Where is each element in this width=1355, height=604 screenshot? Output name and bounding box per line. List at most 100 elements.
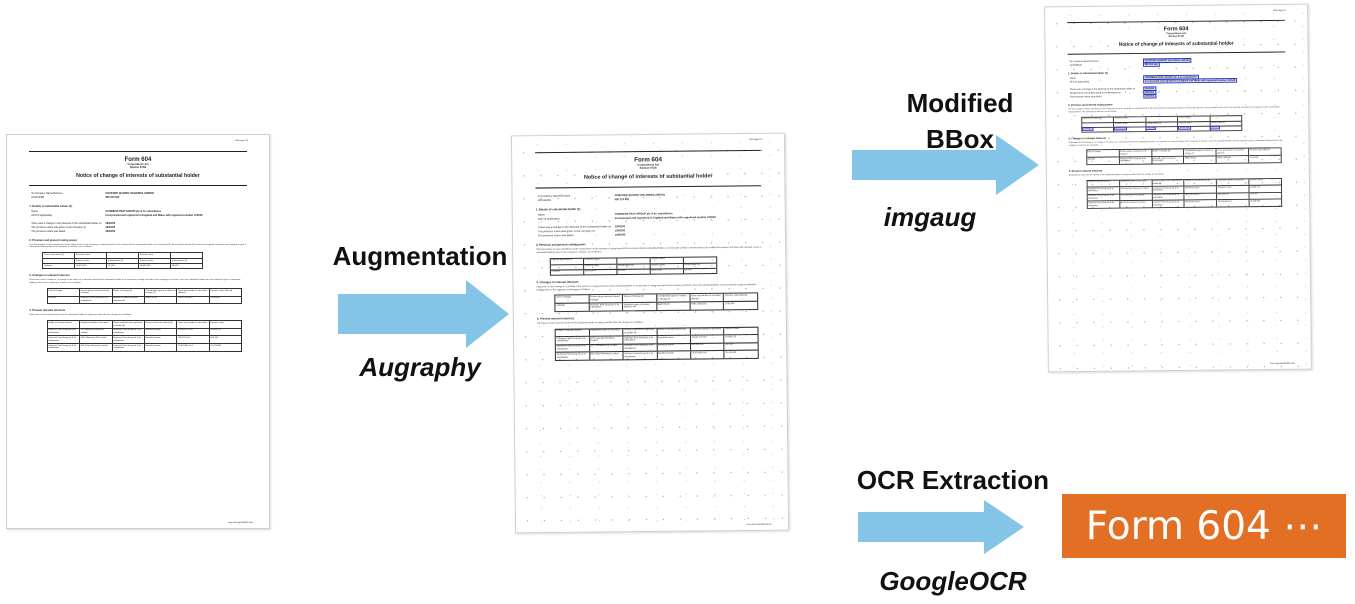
- table-cell: Guinness Peat Group plc & its subsidiari…: [1088, 194, 1120, 200]
- cell-text: Person's votes: [210, 321, 225, 324]
- augmentation-label: Augmentation: [332, 241, 508, 271]
- cell-text: 19/05/06: [1087, 157, 1096, 160]
- section-heading: 2. Previous and present voting power: [29, 238, 78, 242]
- cell-text: GPG Nominees Pty Limited: [1120, 194, 1145, 197]
- table-cell: 55,870,474: [74, 264, 106, 269]
- cell-text: 1,053,826: [724, 302, 735, 305]
- table-cell: [616, 257, 650, 264]
- table-cell: 64.01%: [1209, 125, 1242, 130]
- cell-text: Class and number of securities affected: [1217, 149, 1245, 154]
- cell-text: GPG Australia Nominees Limited: [80, 329, 104, 335]
- field-value: 18/02/06: [105, 230, 115, 234]
- section-heading: 1. Details of substantial holder (1): [1068, 71, 1109, 75]
- field-label: Name: [31, 209, 38, 213]
- cell-text: 62.19%: [107, 264, 115, 267]
- table-cell: 56,851,382: [138, 264, 170, 269]
- table-cell: [682, 256, 716, 263]
- table-cell: Person's votes: [1248, 178, 1282, 185]
- table-cell: 10,603,173 Ord: [1216, 185, 1250, 192]
- ocr-result-box: Form 604 ⋯: [1062, 494, 1346, 558]
- cell-text: Beneficial owner: [145, 344, 161, 347]
- cell-text: Person's votes: [651, 264, 666, 267]
- cell-text: Guinness Peat Group plc & its subsidiari…: [1153, 200, 1180, 206]
- table-cell: Holder of relevant interest: [556, 329, 589, 336]
- cell-text: Date of change: [556, 296, 572, 299]
- table-cell: Guinness Peat Group plc & its subsidiari…: [622, 351, 657, 360]
- table-cell: GPG Nominees Pty Limited: [79, 336, 111, 344]
- cell-text: Bell Potter Nominees Limited: [80, 344, 108, 347]
- table-cell: 25,474,840 Ord: [1216, 199, 1250, 207]
- document-footer: Form 604 gqh20060519.doc: [1269, 363, 1296, 366]
- table-cell: Registered holder of securities: [1119, 179, 1152, 186]
- field-value-text: GUINNESS PEAT GROUP plc & its subsidiari…: [105, 209, 162, 213]
- table-cell: Person's votes: [649, 263, 683, 268]
- table-cell: Person's votes affected: [1248, 148, 1282, 155]
- table-cell: Person's votes affected: [208, 289, 241, 296]
- table-cell: ORD 1,053,826: [1216, 155, 1249, 163]
- paragraph: Particulars of each relevant interest of…: [29, 314, 132, 317]
- table-cell: Consideration given in relation to chang…: [1183, 148, 1217, 156]
- table-cell: Present notice: [1177, 115, 1210, 121]
- field-value: GOSFORD QUARRY HOLDINGS LIMITED: [1143, 57, 1193, 63]
- cell-text: Voting power (5): [171, 259, 187, 262]
- notice-title: Notice of change of interests of substan…: [584, 172, 713, 181]
- page-number: 604 page 1/2: [1273, 9, 1287, 12]
- cell-text: Guinness Peat Group plc & its subsidiari…: [556, 345, 586, 351]
- table-cell: Guinness Peat Group plc & its subsidiari…: [1151, 186, 1185, 193]
- table-cell: 630,199: [1249, 192, 1282, 199]
- cell-text: 25,474,840 Ord: [691, 351, 707, 355]
- cell-text: 25,474,840: [1250, 200, 1261, 202]
- cell-text: 62.19%: [618, 269, 626, 273]
- notice-title: Notice of change of interests of substan…: [76, 172, 200, 179]
- table-row: Guinness Peat Group plc & its subsidiari…: [47, 335, 242, 344]
- field-label: ACN (if applicable): [537, 217, 560, 221]
- cell-text: Previous notice: [75, 253, 91, 256]
- table-cell: [106, 253, 138, 259]
- cell-text: Date of change: [1087, 150, 1101, 153]
- form-title: Form 604: [124, 156, 152, 163]
- field-value-text: 18/02/06: [105, 225, 116, 229]
- cell-text: Person's votes: [75, 259, 90, 262]
- section-heading: 3. Changes in relevant interests: [29, 274, 70, 278]
- table-cell: 56,851,382: [649, 268, 683, 274]
- table-cell: 19/05/06: [48, 297, 79, 304]
- cell-text: 56,851,382: [651, 269, 663, 272]
- divider: [1067, 50, 1286, 55]
- cell-text: 10,603,173: [1250, 185, 1261, 188]
- field-value-text: 080 310 562: [614, 197, 630, 201]
- paragraph: Particulars of each change in, or change…: [536, 283, 756, 291]
- table-cell: Present notice: [138, 253, 170, 259]
- table-cell: 10,603,173 Ord: [689, 335, 724, 343]
- cell-text: 25,474,840 Ord: [1218, 200, 1232, 203]
- cell-text: 1,053,826: [1250, 156, 1259, 159]
- table-cell: 10,603,173: [208, 328, 241, 336]
- table-cell: Guinness Peat Group plc & its subsidiari…: [622, 343, 657, 352]
- table-cell: 630,199: [723, 342, 758, 351]
- field-row: Name GUINNESS PEAT GROUP plc & its subsid…: [29, 210, 246, 214]
- table-cell: Nature of change (6): [1151, 149, 1184, 156]
- augmentation-arrow: [338, 280, 509, 348]
- cell-text: Ordinary: [43, 264, 52, 267]
- field-value-text: 18/02/06: [614, 224, 626, 228]
- table-cell: 62.19%: [106, 264, 138, 269]
- field-label: ACN/ARSN: [1069, 63, 1082, 67]
- cell-text: Person whose relevant interest changed: [1120, 150, 1147, 155]
- field-value: 18/02/06: [105, 222, 115, 226]
- cell-text: Class and number of securities affected: [178, 289, 207, 295]
- cell-text: Ordinary: [1082, 126, 1094, 131]
- field-value: 080 310 562: [105, 196, 119, 200]
- table-cell: 1,053,826: [208, 296, 241, 304]
- table-cell: Ordinary: [1082, 126, 1114, 131]
- table-cell: Voting power (5): [1209, 120, 1242, 125]
- table-cell: 19/05/06: [1087, 157, 1119, 163]
- cell-text: 630,199: [725, 343, 734, 346]
- field-value: 18/02/06: [1143, 93, 1157, 98]
- cell-text: Present notice: [1179, 116, 1192, 119]
- cell-text: Beneficial owner: [657, 336, 674, 339]
- cell-text: Nature of change (6): [1152, 149, 1171, 152]
